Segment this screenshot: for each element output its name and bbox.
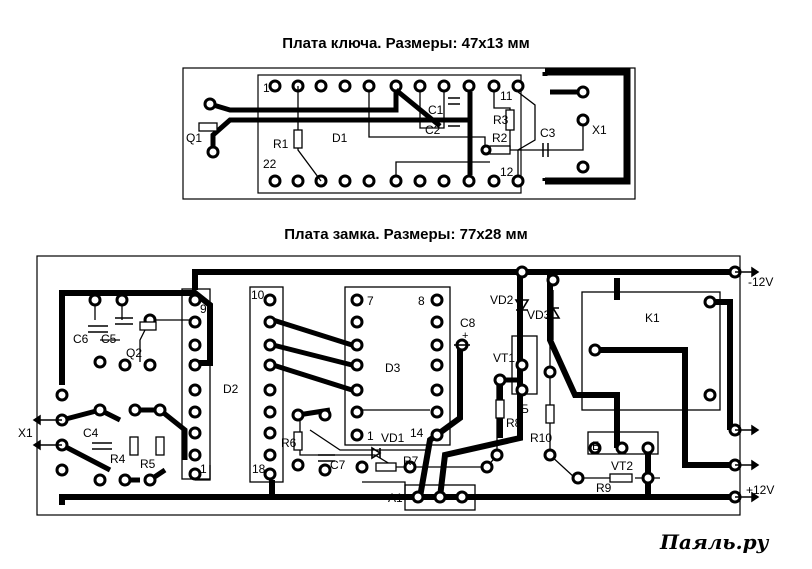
lock-connector-arrows: [32, 266, 760, 503]
lock-board-title: Плата замка. Размеры: 77х28 мм: [284, 226, 528, 243]
lock-thick-traces: [59, 269, 735, 505]
lock-components: [129, 321, 633, 483]
lock-board-outline: [36, 255, 741, 516]
d1-chip-outline: [257, 74, 522, 194]
vd2-label: VD2: [490, 293, 514, 307]
b1-label: Б: [521, 402, 529, 416]
lock-pin7-label: 7: [367, 294, 374, 308]
c5-label: C5: [101, 332, 117, 346]
c1-label: C1: [428, 103, 444, 117]
d1-top-pads: [268, 79, 525, 93]
key-pin12-label: 12: [500, 165, 514, 179]
r3-resistor: [505, 109, 515, 131]
r8-resistor: [495, 399, 505, 419]
d1-label: D1: [332, 131, 348, 145]
c3-label: C3: [540, 126, 556, 140]
key-x1-label: X1: [592, 123, 607, 137]
c2-label: C2: [425, 123, 441, 137]
key-x1-pads: [480, 85, 590, 174]
plus12v-label: +12V: [746, 483, 774, 497]
key-board: 1 11 22 12 Q1 R1 D1 C1 C2 R3 R2 C3 X1: [182, 67, 636, 200]
vd1-label: VD1: [381, 431, 405, 445]
r7-resistor: [375, 462, 397, 472]
lock-pin18-label: 18: [252, 462, 266, 476]
d2-label: D2: [223, 382, 239, 396]
b2-label: Б: [592, 439, 600, 453]
r10-label: R10: [530, 431, 552, 445]
lock-x1-label: X1: [18, 426, 33, 440]
d3-pads: [350, 293, 444, 442]
d2-pads: [188, 293, 277, 481]
lock-caps-diodes: [88, 299, 561, 462]
c4-label: C4: [83, 426, 99, 440]
key-thin-traces: [297, 86, 584, 182]
lock-misc-pads: [55, 265, 742, 504]
q1-crystal: [198, 122, 218, 132]
vt2-label: VT2: [611, 459, 633, 473]
key-pin1-label: 1: [263, 81, 270, 95]
r7-label: R7: [403, 454, 419, 468]
key-pin11-label: 11: [500, 89, 513, 103]
r6-label: R6: [281, 436, 297, 450]
r8-label: R8: [506, 416, 522, 430]
d3-label: D3: [385, 361, 401, 375]
r1-label: R1: [273, 137, 289, 151]
key-trace-outer: [545, 68, 631, 185]
d1-bottom-pads: [268, 174, 525, 188]
r1-resistor: [293, 129, 303, 149]
key-board-title: Плата ключа. Размеры: 47х13 мм: [282, 35, 530, 52]
minus12v-label: -12V: [748, 275, 773, 289]
key-board-outline: [182, 67, 636, 200]
key-pin22-label: 22: [263, 157, 277, 171]
r4-resistor: [129, 436, 139, 456]
r6-resistor: [293, 431, 303, 451]
r2-label: R2: [492, 131, 508, 145]
lock-pin10-label: 10: [251, 288, 265, 302]
lock-pin1b-label: 1: [367, 429, 374, 443]
lock-thin-traces: [94, 280, 721, 511]
watermark: Паяль.ру: [659, 530, 770, 554]
r5-label: R5: [140, 457, 156, 471]
lock-pin8-label: 8: [418, 294, 425, 308]
r5-resistor: [155, 436, 165, 456]
r4-label: R4: [110, 452, 126, 466]
c3-cap: [542, 143, 549, 157]
q2-label: Q2: [126, 346, 142, 360]
r3-label: R3: [493, 113, 509, 127]
r9-resistor: [609, 473, 633, 483]
key-thick-traces: [209, 88, 473, 175]
vd3-label: VD3: [527, 308, 551, 322]
vt1-label: VT1: [493, 351, 515, 365]
q2-crystal: [139, 321, 157, 331]
c6-label: C6: [73, 332, 89, 346]
c7-label: C7: [330, 458, 346, 472]
lock-pin9-label: 9: [200, 302, 207, 316]
r10-resistor: [545, 404, 555, 424]
lock-board: C6 C5 Q2 9 1 10 18 D2 7 8 D3 1 14 C8 + V…: [18, 255, 774, 516]
r2-resistor: [489, 145, 511, 155]
c8-plus-label: +: [462, 330, 468, 342]
a1-label: A1: [388, 491, 403, 505]
r9-label: R9: [596, 481, 612, 495]
k1-label: K1: [645, 311, 660, 325]
lock-pin1-label: 1: [200, 462, 207, 476]
c8-label: C8: [460, 316, 476, 330]
c1-c2-caps: [448, 97, 460, 127]
lock-pin14-label: 14: [410, 426, 424, 440]
q1-label: Q1: [186, 131, 202, 145]
